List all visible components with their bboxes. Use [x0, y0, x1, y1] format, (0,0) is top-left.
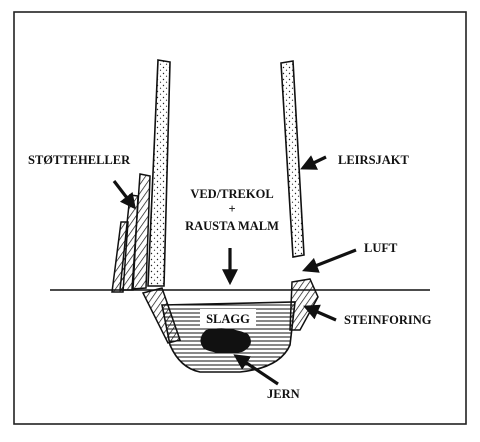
- label-stone-lining: STEINFORING: [344, 313, 432, 327]
- label-support-slabs: STØTTEHELLER: [28, 153, 131, 167]
- figure-frame: [13, 11, 467, 425]
- label-iron: JERN: [267, 387, 300, 401]
- arrow-stone-lining: [303, 304, 337, 322]
- label-air: LUFT: [364, 241, 398, 255]
- support-slabs: [111, 173, 151, 293]
- label-charge-line2: RAUSTA MALM: [185, 219, 279, 233]
- arrow-clay-shaft: [300, 155, 327, 170]
- iron-bloom: [200, 328, 251, 354]
- arrow-support-slabs: [112, 180, 136, 210]
- clay-shaft-left: [147, 59, 171, 287]
- arrow-iron: [233, 354, 279, 386]
- label-slag: SLAGG: [206, 312, 250, 326]
- label-charge-plus: +: [228, 202, 235, 216]
- label-charge-line1: VED/TREKOL: [190, 187, 273, 201]
- label-clay-shaft: LEIRSJAKT: [338, 153, 410, 167]
- arrow-air: [302, 248, 357, 273]
- clay-shaft-right: [280, 60, 305, 258]
